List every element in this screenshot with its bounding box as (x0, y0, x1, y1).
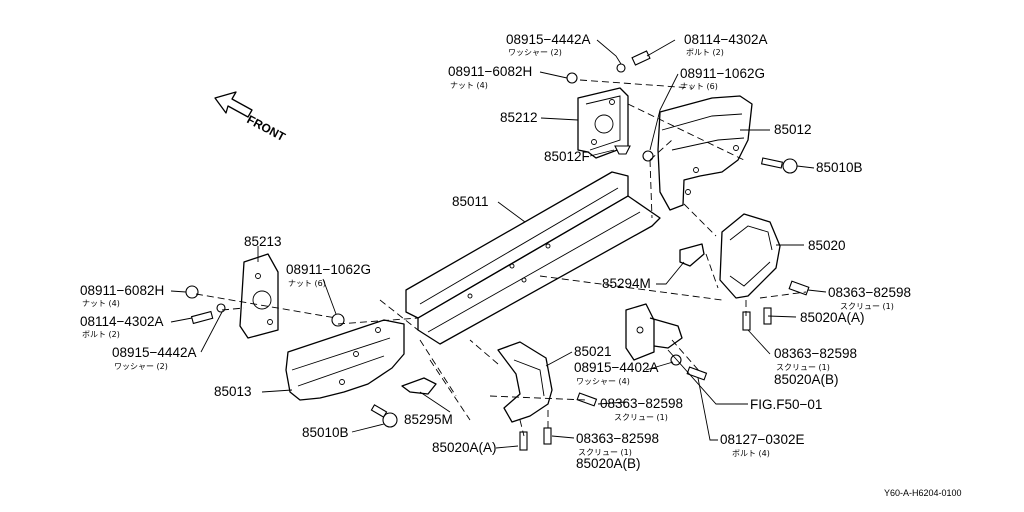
label-85011: 85011 (452, 194, 489, 209)
label-08114-4302a-left-desc: ボルト (2) (82, 330, 120, 339)
label-08363-82598-r2: 08363−82598 (774, 346, 857, 361)
label-08363-82598-c2-desc: スクリュー (1) (578, 448, 632, 457)
label-08915-4402a-desc: ワッシャー (4) (576, 377, 630, 386)
bracket-85212 (577, 87, 629, 159)
label-85212: 85212 (500, 110, 538, 125)
diagram-code: Y60-A-H6204-0100 (884, 488, 962, 498)
label-08911-1062g-left-desc: ナット (6) (288, 279, 326, 288)
label-08114-4302a-top-desc: ボルト (2) (686, 48, 724, 57)
label-85020a-a-center: 85020A(A) (432, 440, 497, 455)
label-08915-4442a-top-desc: ワッシャー (2) (508, 48, 562, 57)
front-label: FRONT (245, 112, 289, 144)
label-85013: 85013 (214, 384, 252, 399)
leader-lines (170, 39, 827, 449)
label-08127-0302e-desc: ボルト (4) (732, 449, 770, 458)
label-08911-6082h-left-desc: ナット (4) (82, 299, 120, 308)
label-08911-6082h-top-desc: ナット (4) (450, 81, 488, 90)
bracket-85294M (679, 243, 705, 267)
label-08911-1062g-left: 08911−1062G (286, 262, 371, 277)
label-08127-0302e: 08127−0302E (720, 432, 804, 447)
label-08911-6082h-left: 08911−6082H (80, 283, 164, 298)
label-08911-1062g-top: 08911−1062G (680, 66, 765, 81)
label-08114-4302a-left: 08114−4302A (80, 314, 163, 329)
label-85020a-b-center: 85020A(B) (576, 456, 641, 471)
label-85294m: 85294M (602, 276, 651, 291)
label-08363-82598-r2-desc: スクリュー (1) (776, 363, 830, 372)
left-bumper-end-85013 (285, 319, 405, 401)
bracket-85213 (239, 253, 279, 339)
label-08911-6082h-top: 08911−6082H (448, 64, 532, 79)
label-fig-f50-01: FIG.F50−01 (750, 397, 822, 412)
tow-hook (625, 303, 683, 361)
label-85012: 85012 (774, 122, 812, 137)
label-08915-4442a-left: 08915−4442A (112, 345, 196, 360)
label-08363-82598-c1: 08363−82598 (600, 396, 683, 411)
label-08114-4302a-top: 08114−4302A (684, 32, 767, 47)
label-85295m: 85295M (404, 412, 453, 427)
assembly-lines (195, 79, 807, 437)
label-85021: 85021 (574, 344, 612, 359)
bracket-85295M (401, 377, 437, 395)
label-08915-4442a-left-desc: ワッシャー (2) (114, 362, 168, 371)
label-85010b-left: 85010B (302, 425, 349, 440)
front-direction-arrow: FRONT (214, 91, 289, 144)
label-08911-1062g-top-desc: ナット (6) (680, 82, 718, 91)
side-guard-85020 (719, 213, 781, 299)
label-08915-4402a: 08915−4402A (574, 360, 658, 375)
label-85020a-a-right: 85020A(A) (800, 310, 865, 325)
label-08363-82598-r1: 08363−82598 (828, 285, 911, 300)
label-08915-4442a-top: 08915−4442A (506, 32, 590, 47)
label-85020a-b-right: 85020A(B) (774, 372, 839, 387)
part-labels: 08915−4442A ワッシャー (2) 08114−4302A ボルト (2… (80, 32, 911, 471)
right-bumper-end-85012 (657, 95, 753, 211)
label-85010b-right: 85010B (816, 160, 863, 175)
side-guard-85021 (497, 341, 553, 423)
label-85020: 85020 (808, 238, 846, 253)
label-08363-82598-r1-desc: スクリュー (1) (840, 302, 894, 311)
reinforcement-85011 (405, 171, 661, 345)
label-08363-82598-c2: 08363−82598 (576, 431, 659, 446)
fasteners (185, 50, 810, 451)
label-85012f: 85012F (544, 149, 590, 164)
label-08363-82598-c1-desc: スクリュー (1) (614, 413, 668, 422)
label-85213: 85213 (244, 234, 282, 249)
